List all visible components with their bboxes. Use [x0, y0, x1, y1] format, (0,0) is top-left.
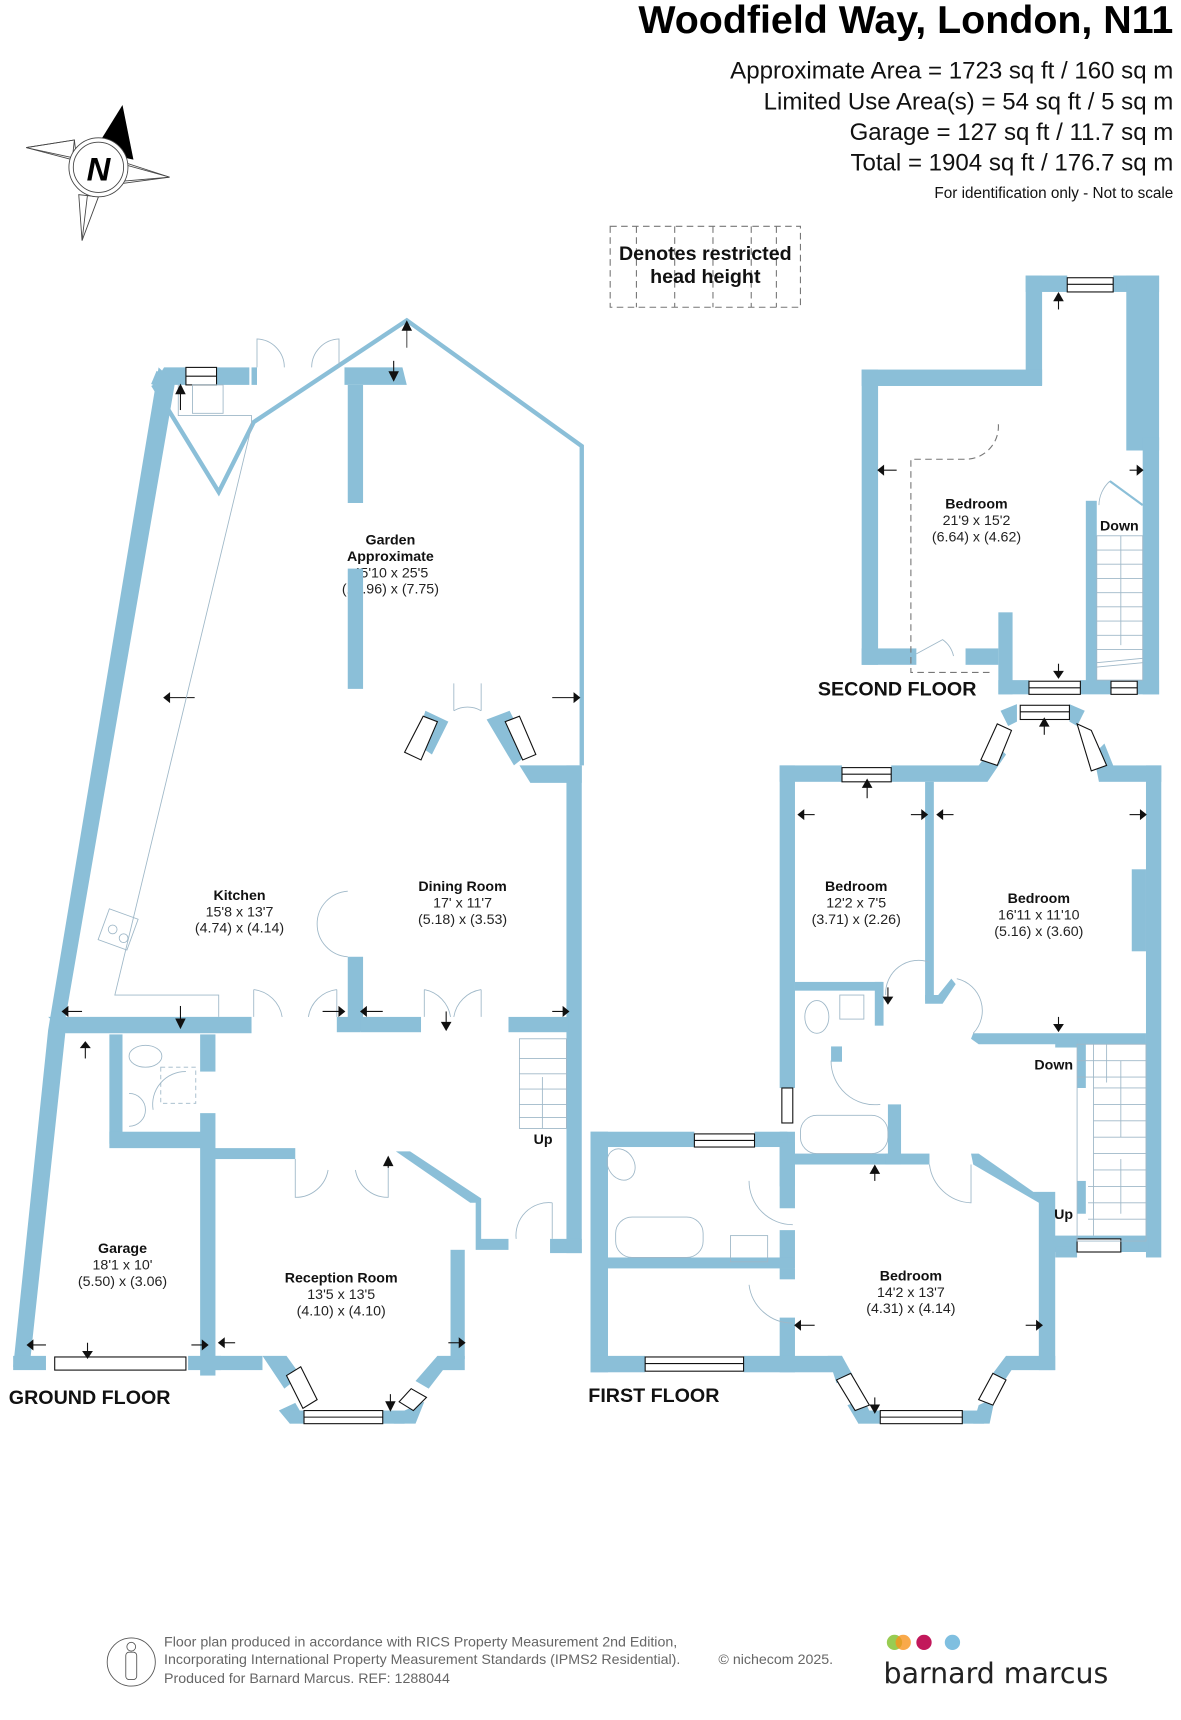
reception-bay-window-right	[398, 1387, 428, 1412]
reception-room-dimensions-metric: (4.10) x (4.10)	[297, 1303, 386, 1319]
footer-line-1: Floor plan produced in accordance with R…	[164, 1635, 677, 1651]
dining-room-dimensions-metric: (5.18) x (3.53)	[418, 912, 507, 928]
reception-bay-window-left	[285, 1366, 318, 1410]
north-compass-icon: N	[26, 104, 170, 241]
second-bedroom-label: Bedroom	[945, 496, 1007, 512]
footer: Floor plan produced in accordance with R…	[106, 1634, 1109, 1690]
second-floor-walls	[861, 275, 1160, 695]
front-bay-window-right	[977, 1372, 1007, 1406]
garden-boundary	[151, 317, 584, 766]
brand-dot-magenta	[916, 1634, 932, 1651]
reception-room-label: Reception Room	[285, 1271, 398, 1287]
ground-floor: Garden Approximate 45'10 x 25'5 (13.96) …	[9, 317, 584, 1425]
front-bedroom-dimensions-imperial: 14'2 x 13'7	[877, 1285, 945, 1301]
second-floor: Bedroom 21'9 x 15'2 (6.64) x (4.62) Down…	[818, 275, 1160, 700]
legend-text-line2: head height	[650, 266, 761, 288]
ground-measure-arrows	[26, 360, 570, 1412]
second-bedroom-dimensions-imperial: 21'9 x 15'2	[943, 513, 1011, 529]
rear-bedroom-label: Bedroom	[1008, 891, 1070, 907]
shower-room-window	[781, 1087, 794, 1124]
compass-north-label: N	[87, 150, 112, 187]
footer-reference: Produced for Barnard Marcus. REF: 128804…	[164, 1671, 450, 1687]
front-bay-window-left	[835, 1372, 871, 1412]
header: Woodfield Way, London, N11 Approximate A…	[638, 0, 1173, 202]
garden-dimensions-metric: (13.96) x (7.75)	[342, 582, 439, 598]
front-bedroom-dimensions-metric: (4.31) x (4.14)	[866, 1301, 955, 1317]
barnard-marcus-logo: barnard marcus	[884, 1634, 1109, 1690]
legend-text-line1: Denotes restricted	[619, 243, 792, 265]
second-floor-doors-stairs	[916, 480, 1144, 681]
legend-dashed-box	[609, 225, 801, 308]
property-title: Woodfield Way, London, N11	[638, 0, 1173, 42]
rear-bedroom-dimensions-imperial: 16'11 x 11'10	[998, 908, 1080, 924]
garage-dimensions-imperial: 18'1 x 10'	[93, 1257, 153, 1273]
rear-bay-window-left	[980, 723, 1013, 767]
kitchen-dimensions-imperial: 15'8 x 13'7	[206, 904, 274, 920]
reception-room-dimensions-imperial: 13'5 x 13'5	[307, 1287, 375, 1303]
ground-floor-walls	[13, 367, 582, 1424]
dining-room-label: Dining Room	[418, 879, 506, 895]
first-floor-doors-fixtures	[606, 959, 1147, 1324]
front-bedroom-label: Bedroom	[880, 1268, 942, 1284]
dining-bay-window-left	[403, 715, 439, 761]
garage-dimensions-metric: (5.50) x (3.06)	[78, 1274, 167, 1290]
ground-floor-label: GROUND FLOOR	[9, 1387, 171, 1409]
ground-floor-doors	[97, 338, 567, 1239]
second-measure-arrows	[877, 291, 1144, 679]
small-bedroom-dimensions-imperial: 12'2 x 7'5	[826, 896, 886, 912]
small-bedroom-dimensions-metric: (3.71) x (2.26)	[812, 912, 901, 928]
first-measure-arrows	[794, 717, 1147, 1414]
footer-line-2: Incorporating International Property Mea…	[164, 1652, 680, 1668]
garage-door	[54, 1356, 187, 1371]
garden-dimensions-imperial: 45'10 x 25'5	[353, 565, 429, 581]
approx-area: Approximate Area = 1723 sq ft / 160 sq m	[730, 58, 1173, 85]
restricted-height-legend: Denotes restricted head height	[609, 225, 801, 308]
second-stairs-down-label: Down	[1100, 518, 1139, 534]
person-icon	[106, 1637, 156, 1687]
footer-copyright: © nichecom 2025.	[718, 1652, 833, 1668]
ground-stairs-up-label: Up	[534, 1132, 553, 1148]
rear-bedroom-dimensions-metric: (5.16) x (3.60)	[994, 924, 1083, 940]
limited-use-area: Limited Use Area(s) = 54 sq ft / 5 sq m	[764, 88, 1174, 115]
restricted-head-height-outline	[910, 424, 999, 674]
first-stairs-up-label: Up	[1054, 1207, 1073, 1223]
kitchen-dimensions-metric: (4.74) x (4.14)	[195, 921, 284, 937]
kitchen-label: Kitchen	[213, 888, 265, 904]
second-floor-label: SECOND FLOOR	[818, 678, 976, 700]
garage-label: Garage	[98, 1241, 147, 1257]
disclaimer: For identification only - Not to scale	[934, 185, 1173, 202]
first-floor-label: FIRST FLOOR	[588, 1385, 719, 1407]
total-area: Total = 1904 sq ft / 176.7 sq m	[850, 150, 1173, 177]
dining-room-dimensions-imperial: 17' x 11'7	[433, 896, 492, 912]
garden-label: Garden	[366, 533, 416, 549]
first-floor-walls	[590, 704, 1162, 1424]
first-floor: Bedroom 12'2 x 7'5 (3.71) x (2.26) Bedro…	[588, 704, 1162, 1425]
brand-dot-orange	[895, 1634, 911, 1651]
brand-dot-blue	[944, 1634, 961, 1651]
garden-label-2: Approximate	[347, 549, 434, 565]
stair-window	[1076, 1238, 1122, 1253]
small-bedroom-label: Bedroom	[825, 879, 887, 895]
first-stairs-down-label: Down	[1034, 1057, 1073, 1073]
second-bedroom-dimensions-metric: (6.64) x (4.62)	[932, 529, 1021, 545]
garage-area: Garage = 127 sq ft / 11.7 sq m	[850, 119, 1174, 146]
dining-bay-window-right	[504, 715, 537, 761]
brand-name: barnard marcus	[884, 1657, 1109, 1690]
rear-bay-window-right	[1076, 722, 1108, 772]
